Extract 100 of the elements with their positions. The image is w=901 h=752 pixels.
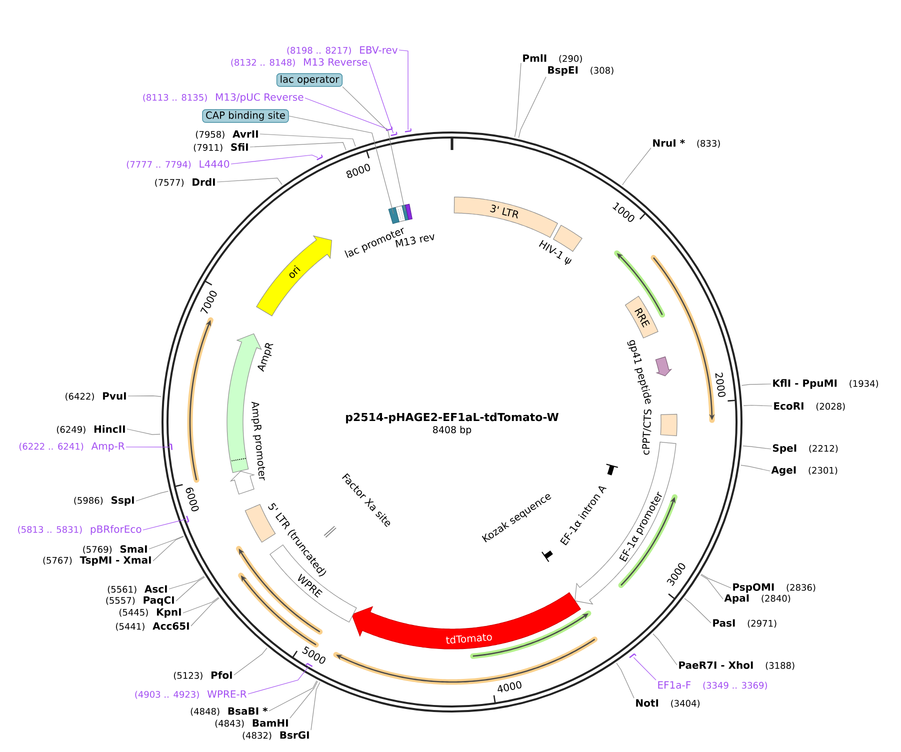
enzyme-label: BspEI	[548, 66, 578, 76]
enzyme-label: BamHI	[252, 719, 288, 727]
primer-label: EBV-rev	[360, 46, 398, 54]
leader-line	[152, 536, 184, 562]
primer-label: pBRforEco	[90, 525, 142, 535]
site-position: (5441)	[116, 622, 144, 631]
site-position: (2971)	[748, 620, 776, 628]
primer-position: (5813 .. 5831)	[18, 526, 82, 534]
enzyme-label: HincII	[94, 425, 125, 433]
primer-mark	[316, 154, 323, 160]
site-position: (290)	[559, 54, 582, 63]
enzyme-label: SfiI	[231, 143, 248, 151]
primer-mark	[168, 444, 173, 450]
feature-box	[388, 207, 400, 224]
leader-line	[342, 86, 406, 212]
enzyme-label: PaeR7I - XhoI	[679, 661, 753, 669]
site-position: (4832)	[242, 732, 272, 740]
site-position: (6422)	[66, 392, 94, 401]
enzyme-label: EcoRI	[774, 402, 804, 410]
feature-box: 3' LTR	[454, 196, 558, 238]
leader-line	[700, 574, 724, 600]
site-position: (4848)	[190, 708, 220, 716]
primer-label: WPRE-R	[207, 690, 247, 698]
leader-line	[176, 576, 205, 602]
leader-line	[633, 657, 656, 680]
leader-line	[304, 98, 388, 130]
leader-line	[290, 680, 318, 718]
leader-line	[684, 598, 712, 624]
enzyme-label: KpnI	[156, 608, 181, 618]
tick-label: 8000	[346, 164, 370, 178]
tick-label: 6000	[186, 488, 199, 512]
enzyme-label: Acc65I	[152, 622, 189, 630]
leader-line	[142, 518, 186, 530]
enzyme-label: DrdI	[192, 178, 215, 186]
leader-line	[230, 154, 318, 164]
leader-line	[398, 50, 408, 130]
primer-mark	[390, 131, 398, 136]
site-position: (2840)	[762, 594, 790, 603]
leader-line	[128, 396, 162, 397]
site-position: (7958)	[196, 130, 224, 139]
enzyme-label: TspMI - XmaI	[80, 556, 151, 566]
enzyme-label: ApaI	[724, 594, 749, 604]
primer-label: L4440	[200, 160, 230, 168]
leader-line	[743, 404, 772, 406]
feature-block: tdTomato	[351, 592, 581, 650]
leader-line	[652, 634, 678, 666]
primer-mark	[305, 662, 313, 667]
leader-line	[182, 597, 219, 614]
enzyme-label: PaqCI	[144, 596, 174, 606]
leader-line	[622, 148, 652, 186]
leader-line	[248, 666, 309, 694]
site-position: (2301)	[808, 466, 838, 475]
site-position: (5557)	[106, 596, 135, 605]
primer-label: EF1a-F	[658, 681, 691, 689]
leader-line	[216, 178, 282, 185]
enzyme-label: PmlI	[523, 54, 546, 62]
leader-line	[288, 116, 394, 214]
site-position: (6249)	[56, 426, 86, 434]
site-position: (5769)	[83, 546, 112, 554]
leader-line	[168, 576, 204, 590]
primer-mark	[186, 516, 190, 523]
site-position: (308)	[590, 66, 614, 75]
enzyme-label: SpeI	[772, 444, 796, 454]
site-position: (5123)	[174, 672, 202, 680]
leader-line	[514, 62, 522, 138]
leader-line	[148, 536, 184, 550]
primer-position: (4903 .. 4923)	[135, 690, 199, 699]
site-position: (5445)	[120, 608, 148, 617]
sequence-length: 8408 bp	[433, 426, 472, 436]
enzyme-label: PspOMI	[733, 583, 774, 593]
primer-position: (8132 .. 8148)	[231, 58, 295, 67]
feature-box: RRE	[624, 296, 658, 338]
site-position: (3404)	[671, 700, 700, 708]
leader-line	[250, 142, 346, 150]
leader-line	[136, 490, 169, 502]
leader-line	[190, 598, 220, 626]
primer-position: (8113 .. 8135)	[143, 94, 207, 102]
enzyme-label: BsaBI *	[228, 707, 268, 715]
leader-line	[368, 62, 394, 134]
leader-line	[126, 446, 170, 448]
leader-line	[518, 76, 546, 138]
site-position: (7911)	[194, 144, 222, 152]
tick-label: 2000	[715, 372, 726, 397]
site-position: (2212)	[809, 444, 838, 453]
primer-label: M13 Reverse	[304, 58, 368, 66]
site-position: (5767)	[43, 556, 72, 565]
leader-line	[616, 662, 634, 698]
leader-line	[700, 574, 732, 588]
map-title: p2514-pHAGE2-EF1aL-tdTomato-W	[346, 412, 559, 424]
site-position: (4843)	[215, 720, 244, 728]
leader-line	[741, 384, 772, 386]
leader-line	[126, 428, 161, 435]
feature-tag: CAP binding site	[202, 109, 289, 123]
feature-label: AmpR promoter	[251, 402, 266, 480]
site-position: (3188)	[766, 662, 794, 670]
leader-line	[268, 680, 318, 712]
enzyme-label: PasI	[713, 619, 735, 627]
primer-position: (3349 .. 3369)	[703, 682, 767, 690]
enzyme-label: KflI - PpuMI	[773, 379, 837, 389]
leader-line	[260, 134, 356, 147]
